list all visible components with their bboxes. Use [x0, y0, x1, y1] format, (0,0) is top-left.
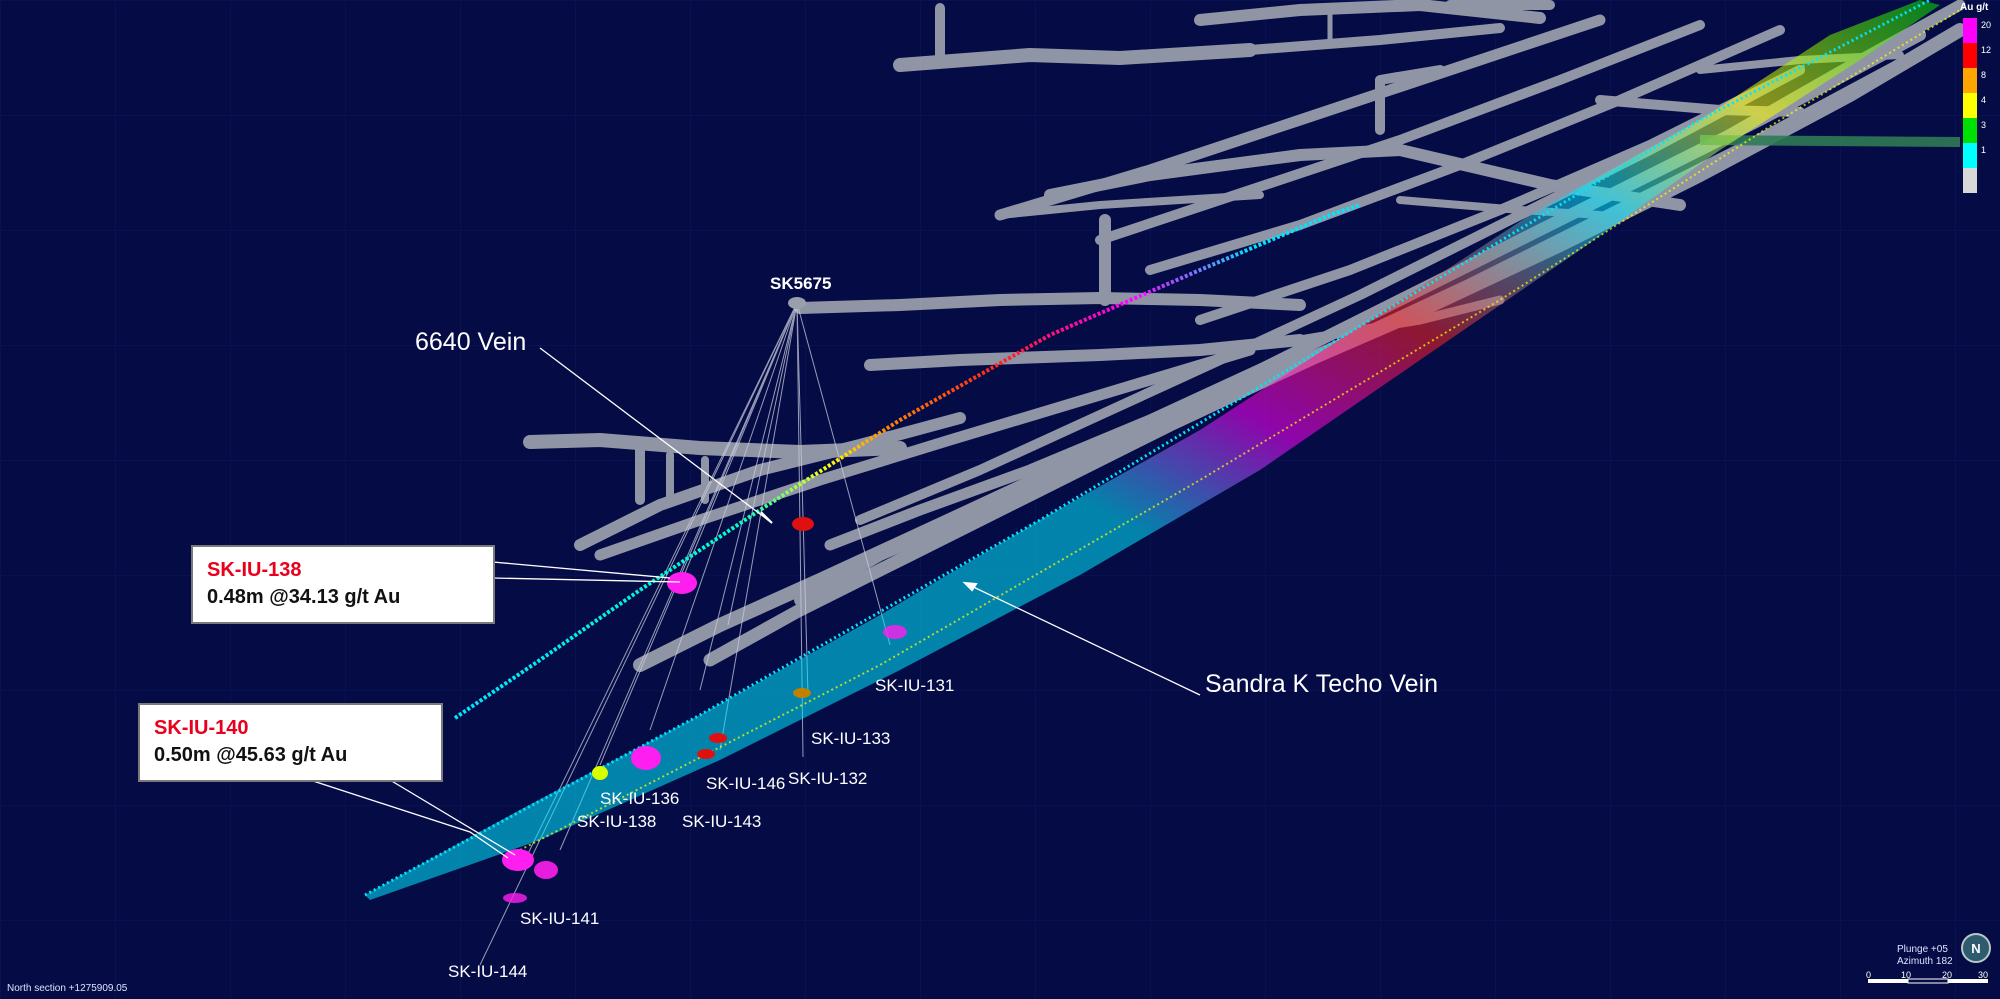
legend-swatch: [1963, 143, 1977, 168]
scale-tick: 30: [1978, 970, 1989, 980]
level-drift: [1699, 135, 1961, 147]
grade-legend: [1963, 18, 1977, 193]
legend-swatch: [1963, 68, 1977, 93]
legend-value: 3: [1981, 120, 1987, 130]
legend-value: 20: [1981, 20, 1992, 30]
hole-label: SK-IU-131: [875, 676, 955, 695]
legend-value: 12: [1981, 45, 1992, 55]
legend-swatch: [1963, 93, 1977, 118]
callout-hole-id: SK-IU-138: [207, 559, 302, 581]
scale-tick: 0: [1866, 970, 1872, 980]
legend-value: 4: [1981, 95, 1987, 105]
legend-swatch: [1963, 168, 1977, 193]
legend-swatch: [1963, 18, 1977, 43]
vein-sandra-k-band: [365, 0, 1940, 900]
callout-hole-id: SK-IU-140: [154, 717, 249, 739]
hole-label: SK-IU-141: [520, 909, 600, 928]
callout-sk-iu-140: SK-IU-140 0.50m @45.63 g/t Au: [138, 703, 443, 782]
collar-marker: [788, 297, 806, 309]
legend-swatch: [1963, 43, 1977, 68]
callout-grade: 0.48m @34.13 g/t Au: [207, 586, 401, 608]
callout-grade: 0.50m @45.63 g/t Au: [154, 744, 348, 766]
vein-sandra-k-footwall: [364, 0, 1931, 897]
leader-arrowhead-6640: [760, 511, 773, 524]
drill-traces: [479, 302, 891, 966]
vein-label-6640: 6640 Vein: [415, 328, 527, 356]
hole-label: SK-IU-133: [811, 729, 891, 748]
hole-label: SK-IU-146: [706, 774, 786, 793]
scale-bar: [1868, 978, 1988, 984]
legend-value: 8: [1981, 70, 1987, 80]
leader-arrowhead-sandra: [962, 581, 978, 592]
callout-sk-iu-138: SK-IU-138 0.48m @34.13 g/t Au: [191, 545, 495, 624]
intercept-markers: [502, 517, 907, 903]
legend-swatch: [1963, 118, 1977, 143]
scale-tick: 20: [1942, 970, 1953, 980]
north-arrow-icon: N: [1961, 933, 1991, 963]
hole-label: SK-IU-132: [788, 769, 868, 788]
hole-label: SK-IU-143: [682, 812, 762, 831]
legend-title: Au g/t: [1960, 2, 1989, 13]
vein-label-sandra-k: Sandra K Techo Vein: [1205, 670, 1439, 698]
hole-label: SK-IU-138: [577, 812, 657, 831]
north-arrow-label: N: [1971, 941, 1980, 956]
hole-label: SK-IU-144: [448, 962, 528, 981]
collar-label: SK5675: [770, 274, 832, 293]
scale-tick: 10: [1901, 970, 1912, 980]
vein-6640-trace: [453, 203, 1361, 720]
legend-value: 1: [1981, 145, 1987, 155]
view-azimuth: Azimuth 182: [1897, 956, 1953, 967]
section-footer: North section +1275909.05: [7, 983, 128, 994]
view-plunge: Plunge +05: [1897, 944, 1948, 955]
hole-label: SK-IU-136: [600, 789, 680, 808]
